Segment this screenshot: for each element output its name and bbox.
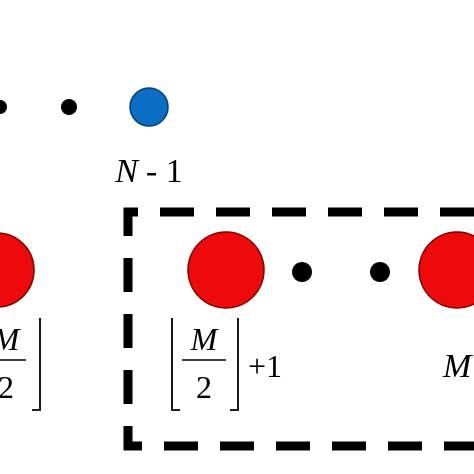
fraction-denominator: 2 [196,369,212,405]
floor-bracket-right [230,318,239,411]
node-label-floor-m-half-plus-1: M 2 +1 [171,318,282,411]
label-var: N [114,153,140,190]
ellipsis-dot [370,262,390,282]
node-label-m: M [442,348,473,385]
node-label-floor-m-half-partial: M 2 [0,318,41,411]
ellipsis-dot [0,100,7,114]
label-rest: - 1 [146,153,183,190]
dashed-group-box [123,207,474,451]
ellipsis-dot [61,99,77,115]
red-node-left-partial [0,232,35,308]
ellipsis-dot [292,262,312,282]
node-label-n-minus-1: N- 1 [114,153,183,190]
floor-bracket-left [171,318,180,411]
red-node-m-half-plus-1 [187,231,265,309]
plus-one-suffix: +1 [248,348,282,384]
floor-bracket-right [32,318,41,411]
top-row: N- 1 [0,87,183,190]
red-node-m [418,231,474,309]
fraction-denominator: 2 [0,369,14,405]
bottom-row: M 2 M 2 +1 M [0,231,474,411]
fraction-numerator: M [190,321,220,357]
fraction-numerator: M [0,321,22,357]
blue-node-n-minus-1 [129,87,169,127]
